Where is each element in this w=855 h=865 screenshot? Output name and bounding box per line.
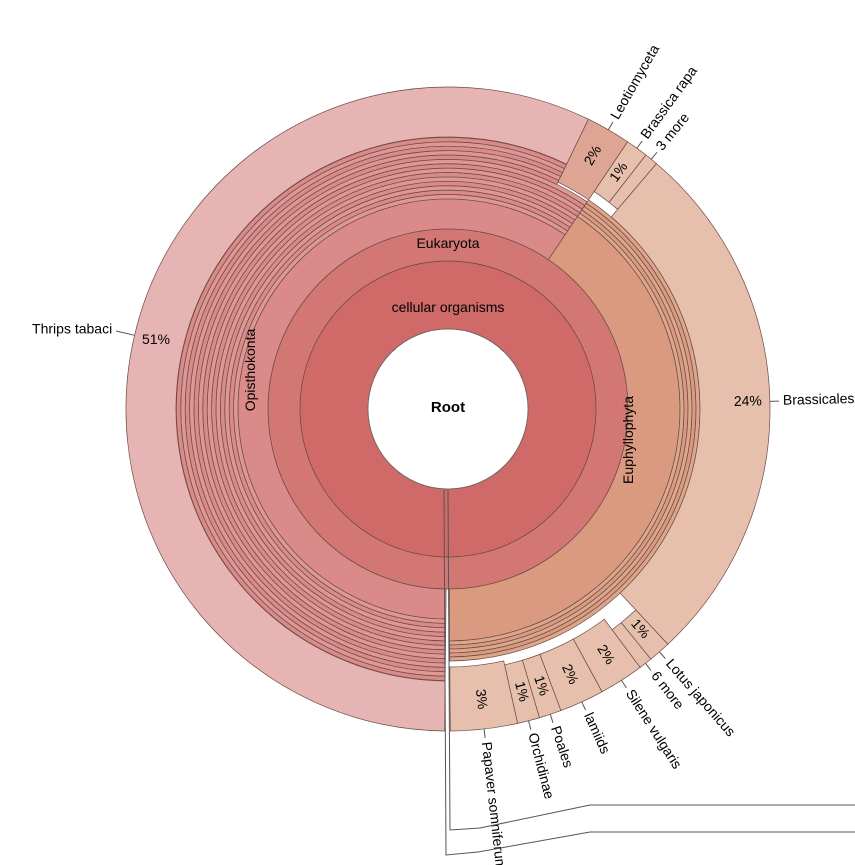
scroll-bracket <box>443 489 855 856</box>
leader-papaver-somniferum <box>483 728 486 738</box>
leaf-percent-thrips-tabaci: 51% <box>142 331 170 347</box>
ring-label-euphyllophyta[interactable]: Euphyllophyta <box>620 396 636 484</box>
leader-silene-vulgaris <box>621 680 627 689</box>
leaf-name-poales[interactable]: Poales <box>548 724 577 770</box>
root-label: Root <box>431 399 465 416</box>
leaf-brassicales[interactable] <box>610 163 771 645</box>
leader-lamiids <box>581 701 586 711</box>
chart-wedges <box>125 86 771 732</box>
leaf-name-thrips-tabaci[interactable]: Thrips tabaci <box>32 321 112 337</box>
leaf-percent-orchidinae: 1% <box>512 680 533 704</box>
leaf-percent-poales: 1% <box>531 673 553 697</box>
ring-label-cellular-organisms[interactable]: cellular organisms <box>392 299 505 315</box>
leaf-percent-lamiids: 2% <box>559 662 582 687</box>
leaf-name-papaver-somniferum[interactable]: Papaver somniferum <box>479 741 509 865</box>
leader-lines <box>115 121 779 738</box>
leader-brassica-rapa <box>636 140 643 149</box>
ring-label-eukaryota[interactable]: Eukaryota <box>416 235 479 251</box>
leaf-name-lamiids[interactable]: lamiids <box>581 710 614 756</box>
leaf-percent-brassicales: 24% <box>734 392 762 409</box>
leader-lotus-japonicus <box>659 651 666 659</box>
leader-leotiomyceta <box>607 121 614 131</box>
leader-orchidinae <box>528 720 532 730</box>
leaf-papaver-somniferum[interactable] <box>449 660 518 732</box>
leader-6-more <box>645 663 652 671</box>
leaf-name-brassicales[interactable]: Brassicales <box>783 390 855 408</box>
leader-3-more <box>650 151 658 160</box>
ring-label-opisthokonta[interactable]: Opisthokonta <box>242 329 258 412</box>
root-center-disc[interactable] <box>367 328 529 490</box>
leader-poales <box>549 714 554 724</box>
leaf-thrips-tabaci[interactable] <box>125 86 589 732</box>
leader-thrips-tabaci <box>115 330 135 336</box>
leaf-percent-papaver-somniferum: 3% <box>473 688 491 710</box>
